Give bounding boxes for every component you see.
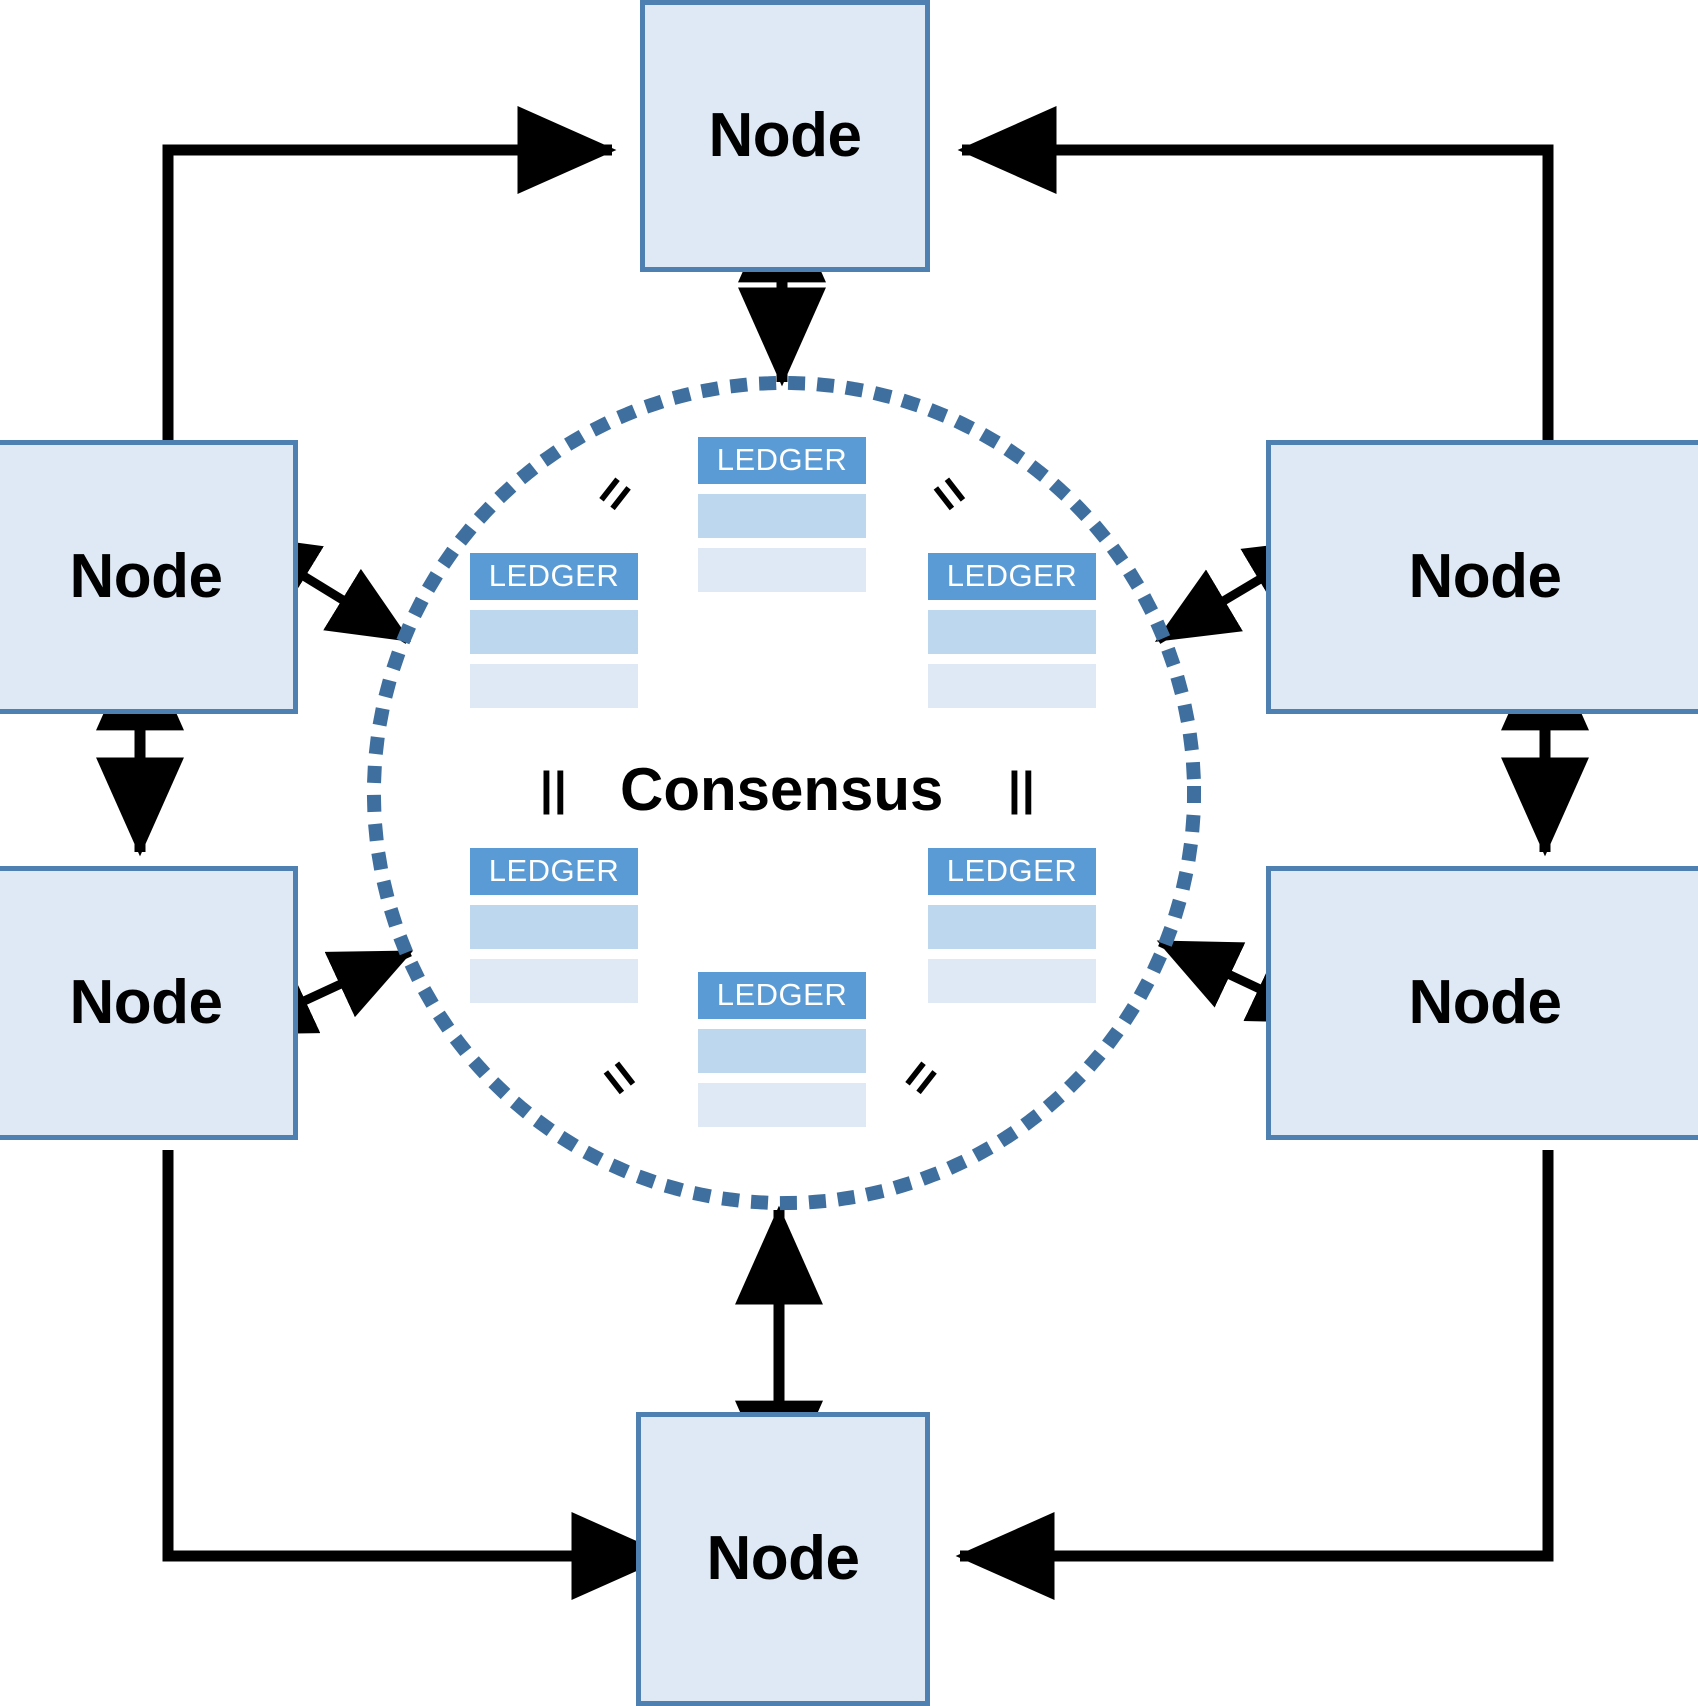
node-label: Node bbox=[69, 968, 224, 1037]
edge-left-upper-to-top bbox=[162, 106, 617, 477]
node-right-upper[interactable]: Node bbox=[1266, 440, 1698, 714]
equality-mark-top-right: = bbox=[916, 464, 982, 524]
equality-mark-bottom-right: = bbox=[888, 1048, 954, 1108]
ledger-row bbox=[698, 494, 866, 538]
node-label: Node bbox=[708, 101, 863, 170]
ledger-header: LEDGER bbox=[698, 437, 866, 484]
edge-right-upper-to-top bbox=[957, 106, 1554, 477]
ledger-lower-right[interactable]: LEDGER bbox=[928, 848, 1096, 1003]
node-left-lower[interactable]: Node bbox=[0, 866, 298, 1140]
edge-right-lower-to-circle bbox=[1156, 937, 1333, 1023]
edge-right-upper-to-circle bbox=[1154, 538, 1329, 644]
equality-mark-right: || bbox=[1008, 762, 1036, 814]
edge-left-lower-to-circle bbox=[231, 947, 414, 1035]
ledger-header: LEDGER bbox=[470, 553, 638, 600]
node-top[interactable]: Node bbox=[640, 0, 930, 272]
ledger-upper-right[interactable]: LEDGER bbox=[928, 553, 1096, 708]
node-label: Node bbox=[706, 1524, 861, 1593]
ledger-row bbox=[698, 1083, 866, 1127]
ledger-row bbox=[470, 610, 638, 654]
edge-right-lower-to-bottom bbox=[955, 1150, 1554, 1600]
node-label: Node bbox=[1408, 542, 1563, 611]
ledger-row bbox=[470, 905, 638, 949]
ledger-row bbox=[470, 664, 638, 708]
equality-mark-bottom-left: = bbox=[586, 1048, 652, 1108]
node-label: Node bbox=[1408, 968, 1563, 1037]
ledger-header: LEDGER bbox=[928, 848, 1096, 895]
equality-mark-left: || bbox=[540, 762, 568, 814]
ledger-lower-left[interactable]: LEDGER bbox=[470, 848, 638, 1003]
ledger-row bbox=[470, 959, 638, 1003]
ledger-top[interactable]: LEDGER bbox=[698, 437, 866, 592]
ledger-upper-left[interactable]: LEDGER bbox=[470, 553, 638, 708]
edge-left-lower-to-bottom bbox=[162, 1150, 671, 1600]
ledger-bottom[interactable]: LEDGER bbox=[698, 972, 866, 1127]
ledger-row bbox=[698, 548, 866, 592]
edge-left-upper-to-circle bbox=[236, 534, 412, 644]
ledger-row bbox=[698, 1029, 866, 1073]
ledger-header: LEDGER bbox=[470, 848, 638, 895]
ledger-row bbox=[928, 959, 1096, 1003]
ledger-header: LEDGER bbox=[928, 553, 1096, 600]
node-bottom[interactable]: Node bbox=[636, 1412, 930, 1706]
node-label: Node bbox=[69, 542, 224, 611]
ledger-row bbox=[928, 905, 1096, 949]
node-right-lower[interactable]: Node bbox=[1266, 866, 1698, 1140]
equality-mark-top-left: = bbox=[582, 464, 648, 524]
node-left-upper[interactable]: Node bbox=[0, 440, 298, 714]
consensus-label: Consensus bbox=[620, 756, 944, 823]
ledger-header: LEDGER bbox=[698, 972, 866, 1019]
ledger-row bbox=[928, 610, 1096, 654]
ledger-row bbox=[928, 664, 1096, 708]
